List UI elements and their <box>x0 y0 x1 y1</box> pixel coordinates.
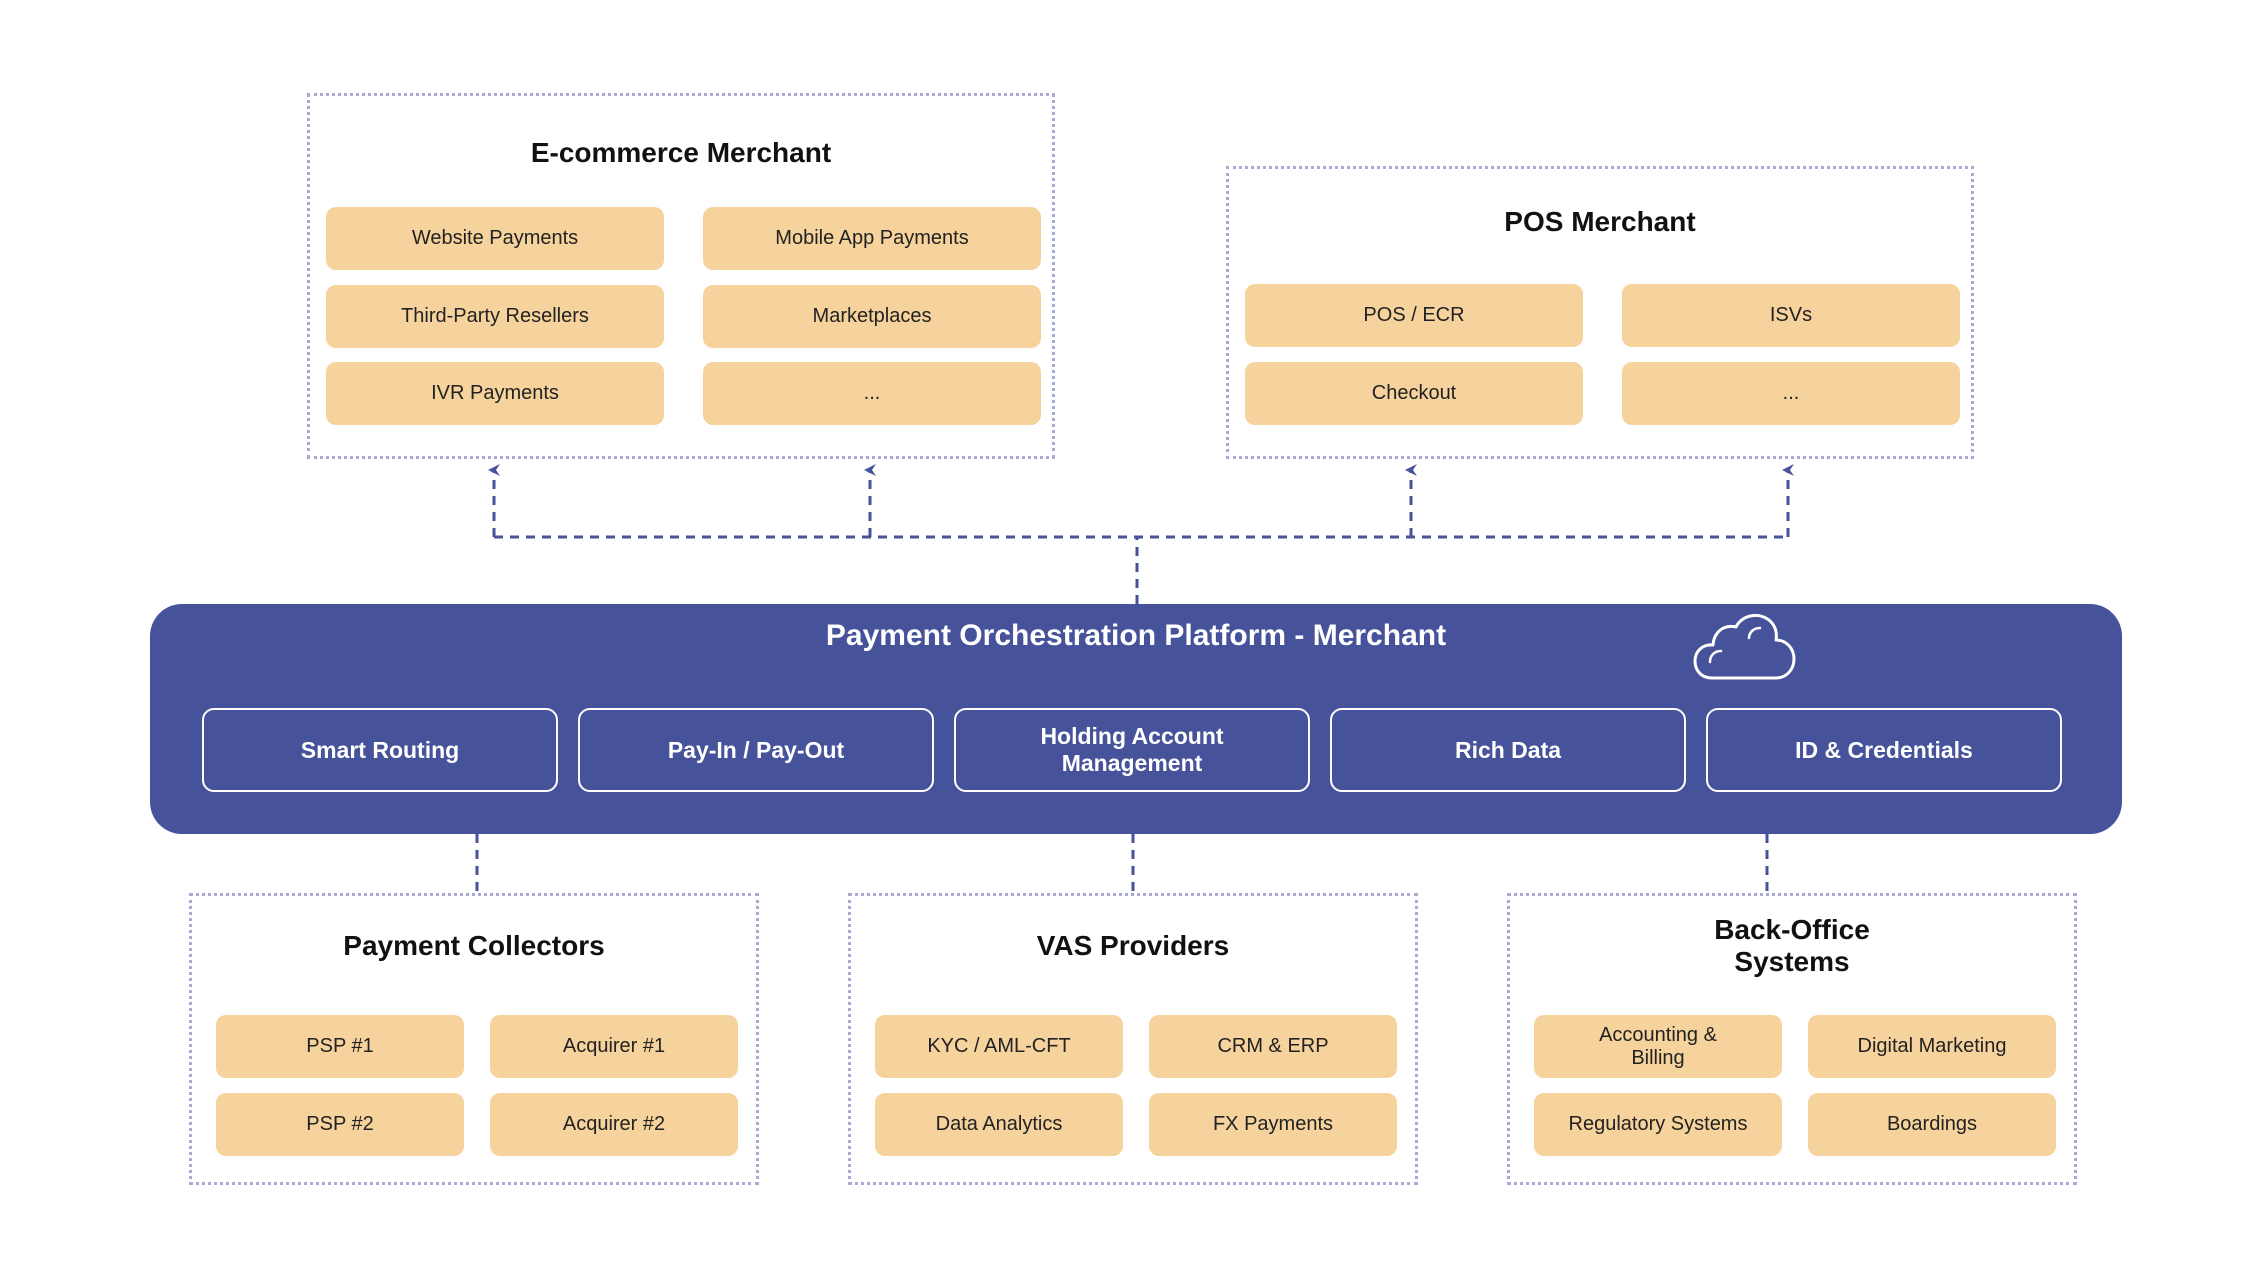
chip-regulatory-systems: Regulatory Systems <box>1534 1093 1782 1156</box>
chip-pos-ecr: POS / ECR <box>1245 284 1583 347</box>
feature-holding-account-management: Holding Account Management <box>954 708 1310 792</box>
platform-title: Payment Orchestration Platform - Merchan… <box>825 619 1447 652</box>
payment-collectors-title: Payment Collectors <box>343 930 605 961</box>
chip-isvs: ISVs <box>1622 284 1960 347</box>
ecommerce-merchant-group: E-commerce Merchant Website Payments Mob… <box>307 93 1055 459</box>
feature-rich-data: Rich Data <box>1330 708 1686 792</box>
chip-boardings: Boardings <box>1808 1093 2056 1156</box>
chip-data-analytics: Data Analytics <box>875 1093 1123 1156</box>
back-office-systems-group: Back-Office Systems Accounting & Billing… <box>1507 893 2077 1185</box>
chip-psp-1: PSP #1 <box>216 1015 464 1078</box>
chip-website-payments: Website Payments <box>326 207 664 270</box>
chip-pos-more: ... <box>1622 362 1960 425</box>
chip-mobile-app-payments: Mobile App Payments <box>703 207 1041 270</box>
payment-orchestration-platform: Payment Orchestration Platform - Merchan… <box>150 604 2122 834</box>
chip-ecommerce-more: ... <box>703 362 1041 425</box>
pos-merchant-group: POS Merchant POS / ECR ISVs Checkout ... <box>1226 166 1974 459</box>
vas-providers-group: VAS Providers KYC / AML-CFT CRM & ERP Da… <box>848 893 1418 1185</box>
ecommerce-merchant-title: E-commerce Merchant <box>530 137 832 168</box>
feature-smart-routing: Smart Routing <box>202 708 558 792</box>
cloud-icon <box>1693 614 1796 680</box>
pos-merchant-title: POS Merchant <box>1504 206 1696 237</box>
chip-kyc-aml-cft: KYC / AML-CFT <box>875 1015 1123 1078</box>
chip-psp-2: PSP #2 <box>216 1093 464 1156</box>
chip-checkout: Checkout <box>1245 362 1583 425</box>
chip-acquirer-2: Acquirer #2 <box>490 1093 738 1156</box>
feature-id-credentials: ID & Credentials <box>1706 708 2062 792</box>
chip-third-party-resellers: Third-Party Resellers <box>326 285 664 348</box>
chip-crm-erp: CRM & ERP <box>1149 1015 1397 1078</box>
chip-acquirer-1: Acquirer #1 <box>490 1015 738 1078</box>
feature-pay-in-pay-out: Pay-In / Pay-Out <box>578 708 934 792</box>
payment-collectors-group: Payment Collectors PSP #1 Acquirer #1 PS… <box>189 893 759 1185</box>
chip-ivr-payments: IVR Payments <box>326 362 664 425</box>
back-office-systems-title: Back-Office Systems <box>1714 914 1870 977</box>
chip-marketplaces: Marketplaces <box>703 285 1041 348</box>
vas-providers-title: VAS Providers <box>1036 930 1230 961</box>
chip-accounting-billing: Accounting & Billing <box>1534 1015 1782 1078</box>
chip-fx-payments: FX Payments <box>1149 1093 1397 1156</box>
chip-digital-marketing: Digital Marketing <box>1808 1015 2056 1078</box>
